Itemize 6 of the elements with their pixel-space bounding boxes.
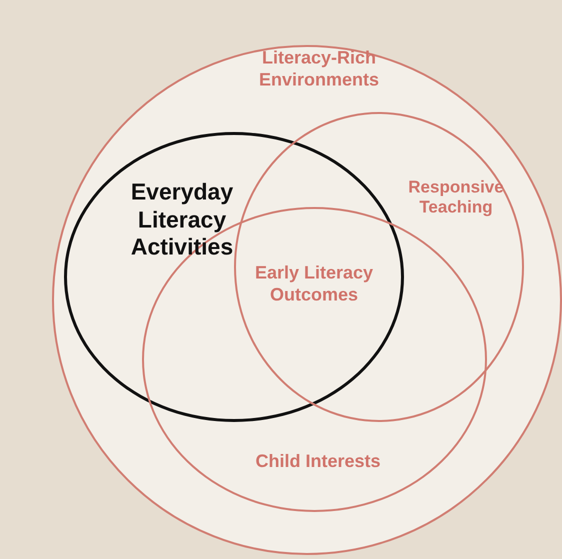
circle-label: Child Interests [254,451,382,473]
venn-circle [234,112,524,422]
venn-circle [64,132,404,422]
circle-label: Literacy-Rich Environments [258,47,380,91]
circle-label: Everyday Literacy Activities [130,178,234,262]
overlap-label: Early Literacy Outcomes [254,262,374,306]
